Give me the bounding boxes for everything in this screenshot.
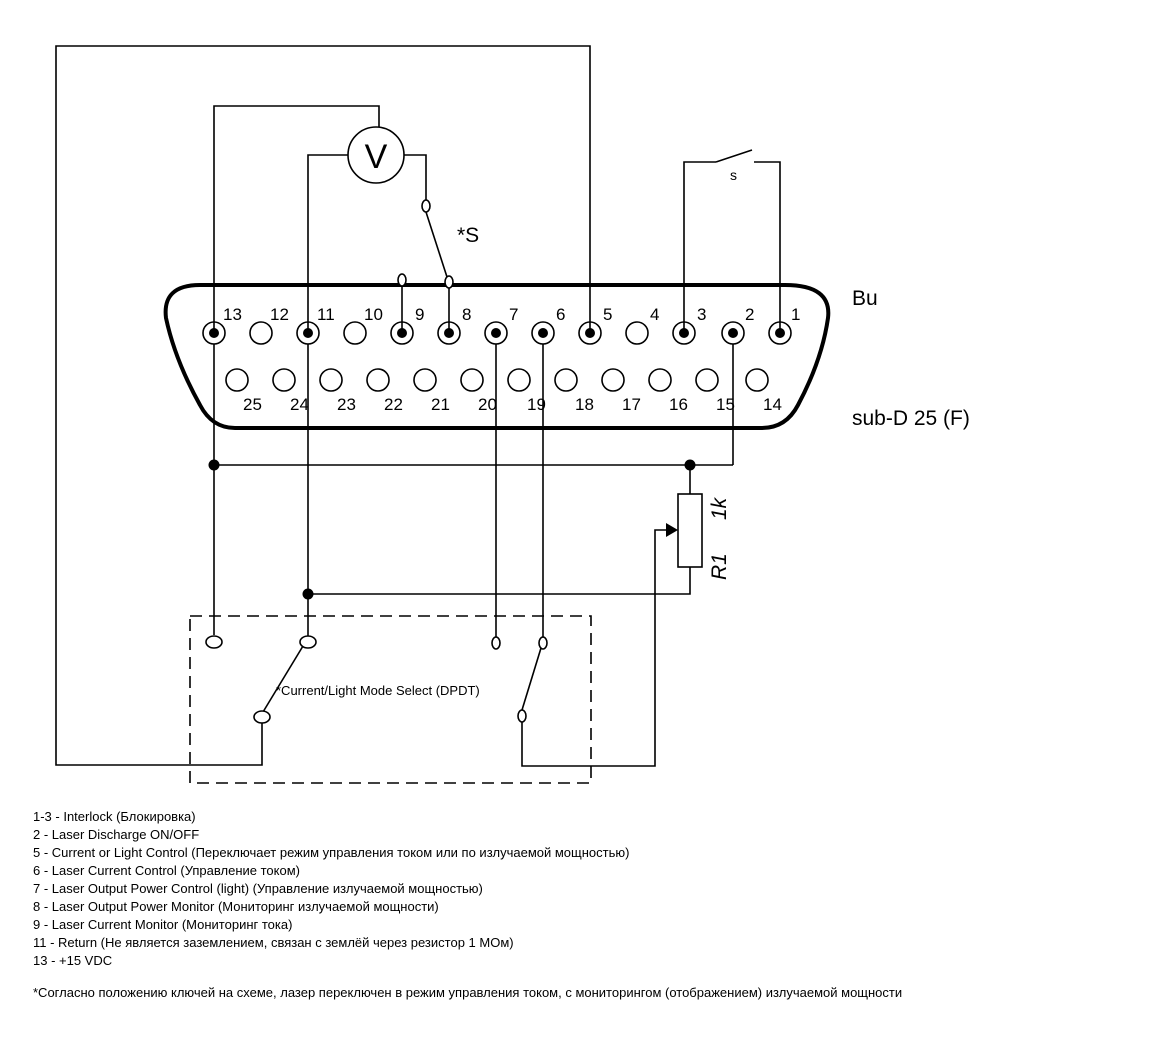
pin-notes: 1-3 - Interlock (Блокировка) 2 - Laser D… xyxy=(33,808,1133,970)
pin-label-15: 15 xyxy=(716,395,735,414)
pin-label-24: 24 xyxy=(290,395,309,414)
pin-20 xyxy=(460,368,484,392)
dpdt-contacts xyxy=(205,635,548,724)
pin-label-20: 20 xyxy=(478,395,497,414)
wires xyxy=(55,45,781,767)
note-line: 9 - Laser Current Monitor (Мониторинг то… xyxy=(33,917,293,932)
note-line: 1-3 - Interlock (Блокировка) xyxy=(33,809,196,824)
pin-label-2: 2 xyxy=(745,305,754,324)
note-line: 13 - +15 VDC xyxy=(33,953,113,968)
pin-16 xyxy=(648,368,672,392)
dpdt-blade-left xyxy=(262,645,304,713)
pin-4 xyxy=(625,321,649,345)
pin-label-6: 6 xyxy=(556,305,565,324)
connector-name-label: Bu xyxy=(852,287,878,310)
pin-label-19: 19 xyxy=(527,395,546,414)
note-line: 8 - Laser Output Power Monitor (Монитори… xyxy=(33,899,439,914)
dpdt-blade-right xyxy=(521,647,542,711)
resistor-value-label: 1k xyxy=(708,496,731,520)
wire-interlock-pin3 xyxy=(683,161,716,333)
pin-21 xyxy=(413,368,437,392)
note-line: 2 - Laser Discharge ON/OFF xyxy=(33,827,200,842)
switch-s-label: s xyxy=(730,167,737,183)
bottom-pin-row xyxy=(225,368,769,392)
wire-resistor-bottom xyxy=(308,567,691,595)
pin-label-1: 1 xyxy=(791,305,800,324)
pin-label-11: 11 xyxy=(317,305,335,324)
switch-s-blade xyxy=(715,149,753,163)
pin-label-16: 16 xyxy=(669,395,688,414)
footnote: *Согласно положению ключей на схеме, лаз… xyxy=(33,985,903,1000)
connector-shell xyxy=(163,283,831,430)
wiper-arrow-icon xyxy=(666,523,678,537)
pin-23 xyxy=(319,368,343,392)
pin-label-14: 14 xyxy=(763,395,782,414)
switch-star-s-label: *S xyxy=(457,224,479,247)
pin-24 xyxy=(272,368,296,392)
pin-label-21: 21 xyxy=(431,395,450,414)
wire-voltmeter-switch xyxy=(404,154,427,202)
bottom-pin-labels: 25 24 23 22 21 20 19 18 17 16 15 14 xyxy=(243,395,782,414)
pin-label-13: 13 xyxy=(223,305,242,324)
connector-type-label: sub-D 25 (F) xyxy=(852,407,970,430)
pin-12 xyxy=(249,321,273,345)
pin-15 xyxy=(695,368,719,392)
pin-label-10: 10 xyxy=(364,305,383,324)
dpdt-label: *Current/Light Mode Select (DPDT) xyxy=(276,683,480,698)
voltmeter-icon xyxy=(347,126,405,184)
pin-14 xyxy=(745,368,769,392)
resistor-name-label: R1 xyxy=(708,553,731,580)
pin-label-8: 8 xyxy=(462,305,471,324)
pin-label-17: 17 xyxy=(622,395,641,414)
switch-star-s-contacts xyxy=(397,199,454,289)
pin-label-23: 23 xyxy=(337,395,356,414)
pin-label-12: 12 xyxy=(270,305,289,324)
pin-label-18: 18 xyxy=(575,395,594,414)
pin-label-22: 22 xyxy=(384,395,403,414)
switch-star-s-blade xyxy=(425,211,448,278)
pin-17 xyxy=(601,368,625,392)
pin-22 xyxy=(366,368,390,392)
pin-10 xyxy=(343,321,367,345)
wire-pin5-loop xyxy=(55,45,591,766)
pin-label-5: 5 xyxy=(603,305,612,324)
junction-dots xyxy=(208,459,696,600)
pin-25 xyxy=(225,368,249,392)
resistor-r1 xyxy=(677,493,703,568)
dpdt-switch-box xyxy=(189,615,592,784)
note-line: 6 - Laser Current Control (Управление то… xyxy=(33,863,300,878)
top-pin-labels: 13 12 11 10 9 8 7 6 5 4 3 2 1 xyxy=(223,305,800,324)
pin-contact-dots xyxy=(209,328,785,338)
wire-pin11-voltmeter xyxy=(307,154,349,333)
note-line: 5 - Current or Light Control (Переключае… xyxy=(33,845,630,860)
pin-label-4: 4 xyxy=(650,305,659,324)
pin-label-7: 7 xyxy=(509,305,518,324)
note-line: 11 - Return (Не является заземлением, св… xyxy=(33,935,514,950)
pin-19 xyxy=(507,368,531,392)
pin-label-9: 9 xyxy=(415,305,424,324)
wire-interlock-pin1 xyxy=(754,161,781,333)
wire-dpdt-wiper xyxy=(521,529,672,767)
pin-18 xyxy=(554,368,578,392)
voltmeter-label: V xyxy=(365,138,388,176)
wire-pin13-voltmeter xyxy=(213,105,380,333)
pin-label-3: 3 xyxy=(697,305,706,324)
pin-label-25: 25 xyxy=(243,395,262,414)
note-line: 7 - Laser Output Power Control (light) (… xyxy=(33,881,483,896)
